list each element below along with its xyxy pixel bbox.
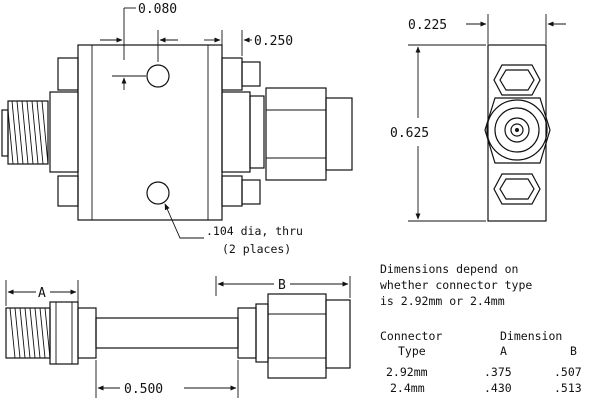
- end-view: 0.225 0.625: [390, 14, 566, 222]
- dim-0250: 0.250: [204, 30, 293, 56]
- hole-note-line1: .104 dia, thru: [206, 224, 303, 238]
- table-header-a: A: [500, 344, 507, 358]
- table-header-type: Type: [398, 344, 426, 358]
- mounting-hole-upper: [146, 64, 170, 88]
- dim-0225-label: 0.225: [408, 18, 447, 33]
- hole-note-line2: (2 places): [222, 242, 291, 256]
- dim-0625: 0.625: [390, 44, 486, 222]
- mounting-hole-lower: [146, 181, 170, 205]
- notes-block: Dimensions depend on whether connector t…: [380, 262, 532, 308]
- dim-0625-label: 0.625: [390, 126, 429, 141]
- note-line1: Dimensions depend on: [380, 262, 518, 276]
- left-connector-top: [1, 100, 49, 165]
- right-connector-top: [249, 87, 353, 181]
- dim-a-label: A: [38, 286, 46, 301]
- table-row-a: .430: [484, 381, 512, 395]
- note-line3: is 2.92mm or 2.4mm: [380, 294, 505, 308]
- main-body-top: [77, 44, 223, 221]
- table-header-connector: Connector: [380, 329, 442, 343]
- dimension-table: Connector Dimension Type A B 2.92mm .375…: [380, 329, 582, 395]
- dim-0250-label: 0.250: [254, 34, 293, 49]
- table-row-type: 2.4mm: [390, 381, 425, 395]
- dim-b: B: [215, 276, 351, 298]
- left-flange-top: [49, 57, 79, 207]
- table-row-a: .375: [484, 365, 512, 379]
- table-header-b: B: [570, 344, 577, 358]
- main-body-side: [95, 317, 239, 349]
- side-view: A B 0.500: [5, 276, 351, 398]
- dim-a: A: [5, 280, 79, 306]
- right-connector-side: [255, 293, 351, 379]
- table-header-dimension: Dimension: [500, 329, 562, 343]
- dim-0500-label: 0.500: [124, 382, 163, 397]
- dim-0080-label: 0.080: [138, 2, 177, 17]
- right-flange-top: [221, 57, 261, 207]
- left-connector-side: [5, 301, 79, 365]
- dim-b-label: B: [278, 278, 286, 293]
- dim-0225: 0.225: [408, 14, 566, 44]
- dim-0080: 0.080: [100, 2, 178, 90]
- hole-leader: .104 dia, thru (2 places): [164, 203, 303, 256]
- table-row-b: .507: [554, 365, 582, 379]
- table-row-type: 2.92mm: [386, 365, 428, 379]
- top-view: 0.080 0.250 .104 dia, thru (2 places): [1, 2, 353, 256]
- table-row-b: .513: [554, 381, 582, 395]
- dim-0500: 0.500: [95, 360, 239, 398]
- note-line2: whether connector type: [380, 278, 532, 292]
